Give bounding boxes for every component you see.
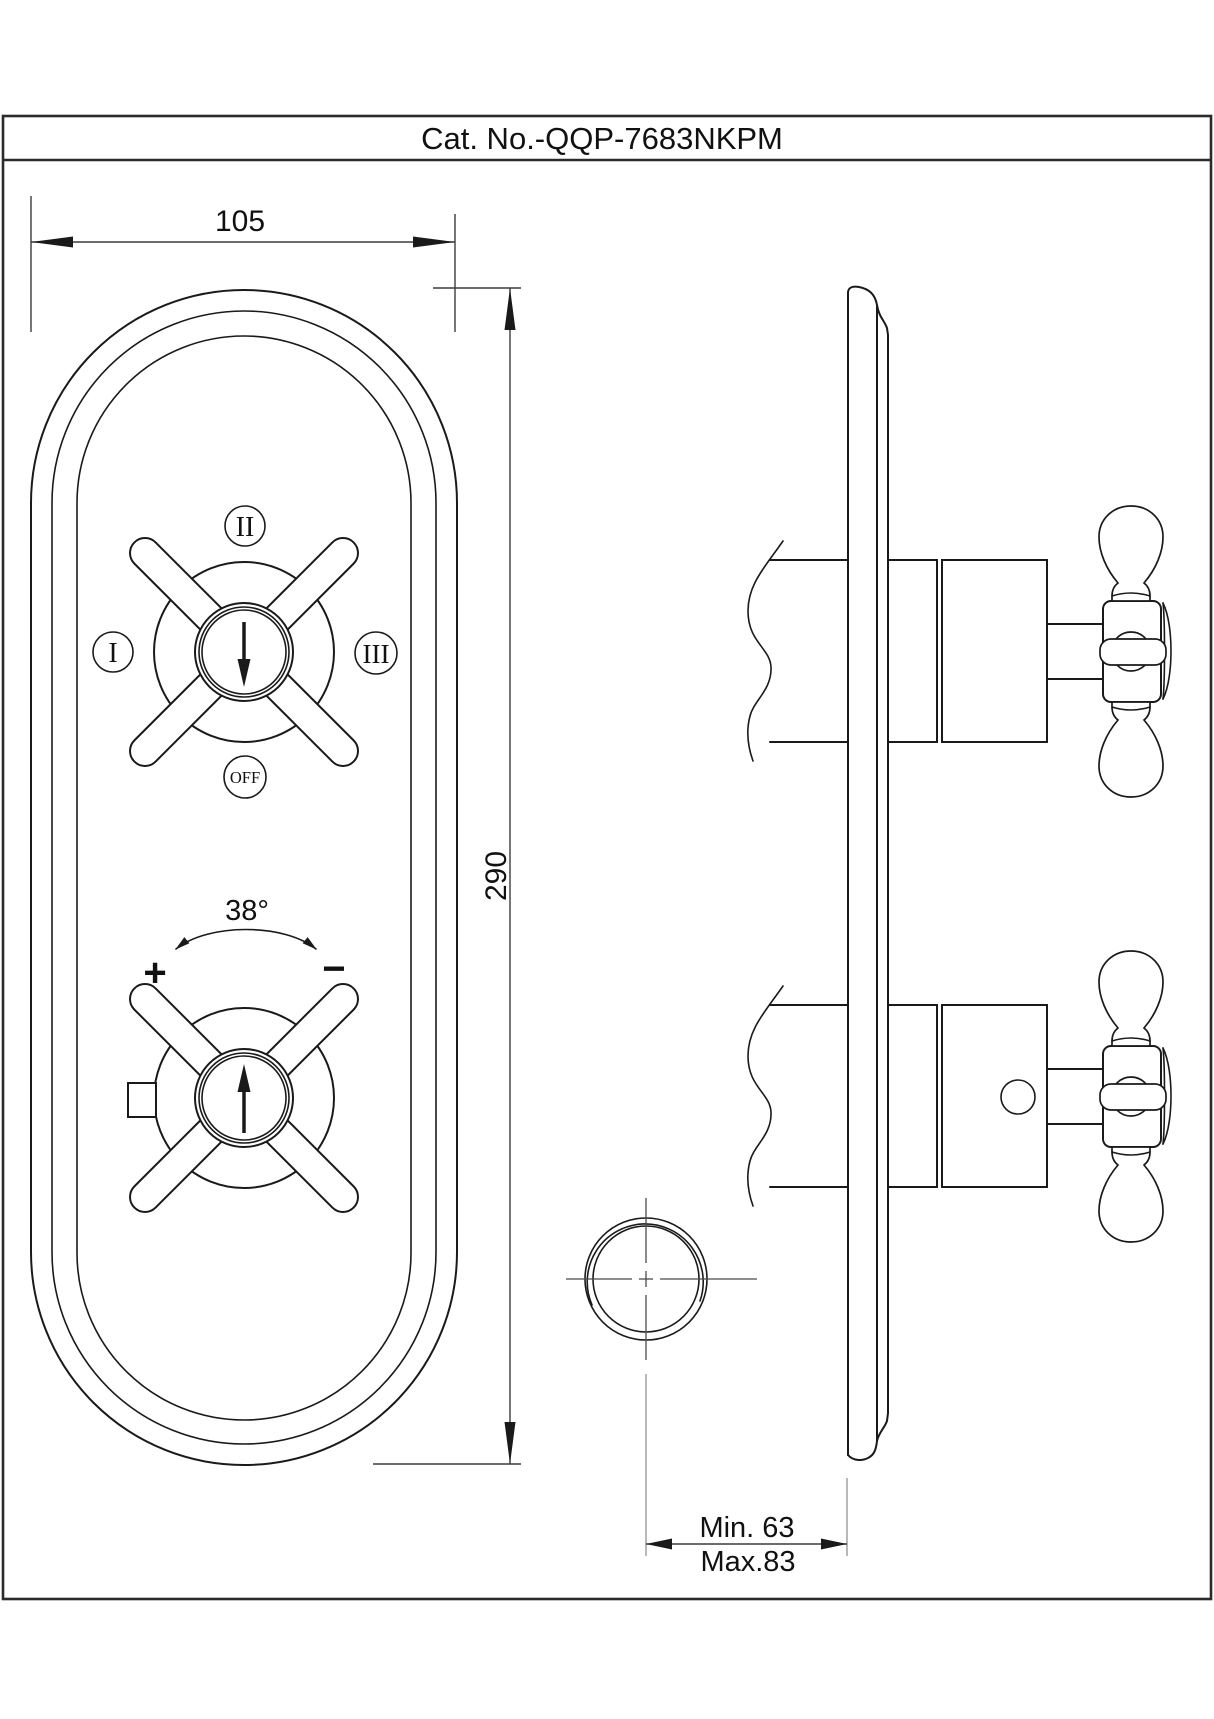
- drawing-border: [1, 114, 1213, 1601]
- arrow-head: [237, 659, 251, 687]
- plus-label: +: [143, 951, 166, 995]
- dim-arrow-right: [821, 1538, 847, 1550]
- position-badge-off: OFF: [223, 755, 267, 799]
- outlet-circle: [566, 1198, 757, 1360]
- override-button-side: [1000, 1079, 1036, 1115]
- dim-width: 105: [30, 196, 456, 332]
- valve-assembly-side-lower: [746, 950, 1172, 1243]
- dim-height: 290: [373, 287, 521, 1465]
- handle-arm-down: [1098, 701, 1164, 798]
- dim-arrow-bottom: [504, 1422, 516, 1464]
- plate-outer-contour: [30, 289, 458, 1466]
- arm-collar-line: [1111, 592, 1151, 597]
- plate-middle-contour: [51, 310, 437, 1445]
- override-tab: [127, 1082, 157, 1118]
- dim-depth: Min. 63 Max.83: [645, 1374, 848, 1578]
- handle-hub-ring: [201, 1055, 287, 1141]
- arrow-head: [237, 1064, 251, 1092]
- handle-hub-ring: [198, 1052, 290, 1144]
- badge-circle: [224, 505, 266, 547]
- cross-arm-section-band: [1099, 638, 1167, 666]
- spacer-block: [887, 559, 938, 743]
- plate-bottom-cap: [847, 1440, 878, 1461]
- break-line: [747, 540, 784, 762]
- escutcheon-plate-front: [30, 289, 458, 1466]
- badge-circle: [92, 631, 134, 673]
- dim-height-value: 290: [480, 851, 513, 901]
- temp-handle-front: 38° + −: [127, 895, 359, 1213]
- position-badge-left: I: [92, 631, 134, 673]
- position-badge-right: III: [354, 631, 398, 675]
- temp-angle-annotation: 38° + −: [143, 895, 345, 995]
- handle-arm-up: [1098, 505, 1164, 602]
- dim-arrow-left: [31, 236, 73, 248]
- angle-arc-arrow: [175, 928, 317, 950]
- plate-inner-contour: [76, 335, 412, 1421]
- side-view: Min. 63 Max.83: [566, 285, 1172, 1578]
- handle-hub-ring: [198, 606, 290, 698]
- position-label: OFF: [230, 768, 260, 787]
- position-badge-top: II: [224, 505, 266, 547]
- centerlines: [566, 1198, 757, 1360]
- angle-value: 38°: [225, 895, 269, 927]
- handle-housing: [941, 559, 1048, 743]
- badge-circle: [223, 755, 267, 799]
- valve-assembly-side: [747, 505, 1172, 798]
- dim-arrow-right: [413, 236, 455, 248]
- position-label: I: [108, 638, 117, 669]
- plate-front-bottom: [876, 1412, 889, 1442]
- arm-bulb: [1098, 505, 1164, 602]
- handle-escutcheon-circle: [153, 561, 335, 743]
- plate-back-profile: [847, 285, 878, 1456]
- dim-depth-min: Min. 63: [699, 1512, 794, 1544]
- escutcheon-plate-side: [847, 285, 889, 1461]
- outlet-offset-arc: [586, 1223, 705, 1306]
- front-view: 105 290 II: [30, 196, 521, 1466]
- pointer-up-arrow-icon: [237, 1064, 251, 1133]
- badge-circle: [354, 631, 398, 675]
- arm-collar-line: [1111, 706, 1151, 711]
- minus-label: −: [322, 947, 345, 991]
- position-label: III: [363, 639, 390, 669]
- pointer-down-arrow-icon: [237, 622, 251, 687]
- dim-depth-max: Max.83: [700, 1546, 795, 1578]
- position-label: II: [236, 512, 255, 543]
- diverter-handle-front: II I III OFF: [92, 505, 398, 799]
- dim-width-value: 105: [215, 205, 265, 238]
- plate-front-profile: [876, 304, 889, 1414]
- arm-bulb: [1098, 701, 1164, 798]
- title-block: Cat. No.-QQP-7683NKPM: [1, 114, 1213, 1601]
- dim-arrow-top: [504, 288, 516, 330]
- hub-right-cap-outer: [1162, 602, 1172, 700]
- dim-arrow-left: [646, 1538, 672, 1550]
- catalog-number: Cat. No.-QQP-7683NKPM: [421, 121, 783, 156]
- handle-hub-ring: [201, 609, 287, 695]
